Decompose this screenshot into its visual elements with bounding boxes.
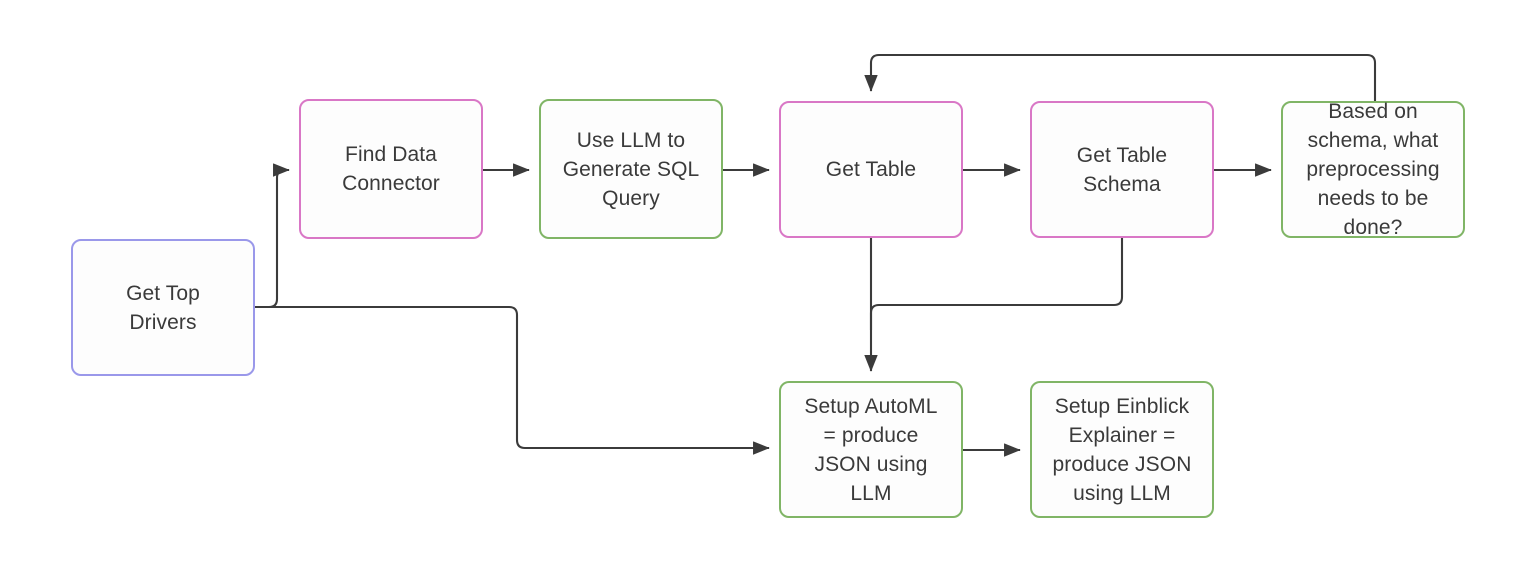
edge-top-drivers-to-find-data-connector xyxy=(255,163,290,309)
node-get-top-drivers[interactable]: Get Top Drivers xyxy=(71,239,255,376)
node-label: Setup Einblick Explainer = produce JSON … xyxy=(1052,394,1192,505)
node-use-llm-to-generate-sql-query[interactable]: Use LLM to Generate SQL Query xyxy=(539,99,723,239)
node-find-data-connector[interactable]: Find Data Connector xyxy=(299,99,483,239)
edge-top-drivers-to-setup-automl xyxy=(255,305,770,455)
node-get-table[interactable]: Get Table xyxy=(779,101,963,238)
node-label: Get Table Schema xyxy=(1076,143,1168,196)
node-label: Find Data Connector xyxy=(342,143,440,195)
edge-get-table-schema-to-setup-automl xyxy=(869,238,1124,330)
node-label: Setup AutoML = produce JSON using LLM xyxy=(804,394,938,505)
node-label: Based on schema, what preprocessing need… xyxy=(1306,100,1440,239)
node-setup-automl[interactable]: Setup AutoML = produce JSON using LLM xyxy=(779,381,963,518)
node-setup-einblick-explainer[interactable]: Setup Einblick Explainer = produce JSON … xyxy=(1030,381,1214,518)
node-get-table-schema[interactable]: Get Table Schema xyxy=(1030,101,1214,238)
node-based-on-schema-preprocessing[interactable]: Based on schema, what preprocessing need… xyxy=(1281,100,1465,239)
node-label: Use LLM to Generate SQL Query xyxy=(562,128,700,210)
edge-based-on-schema-to-get-table-feedback xyxy=(864,53,1377,101)
node-label: Get Table xyxy=(825,158,917,181)
node-label: Get Top Drivers xyxy=(126,281,200,334)
